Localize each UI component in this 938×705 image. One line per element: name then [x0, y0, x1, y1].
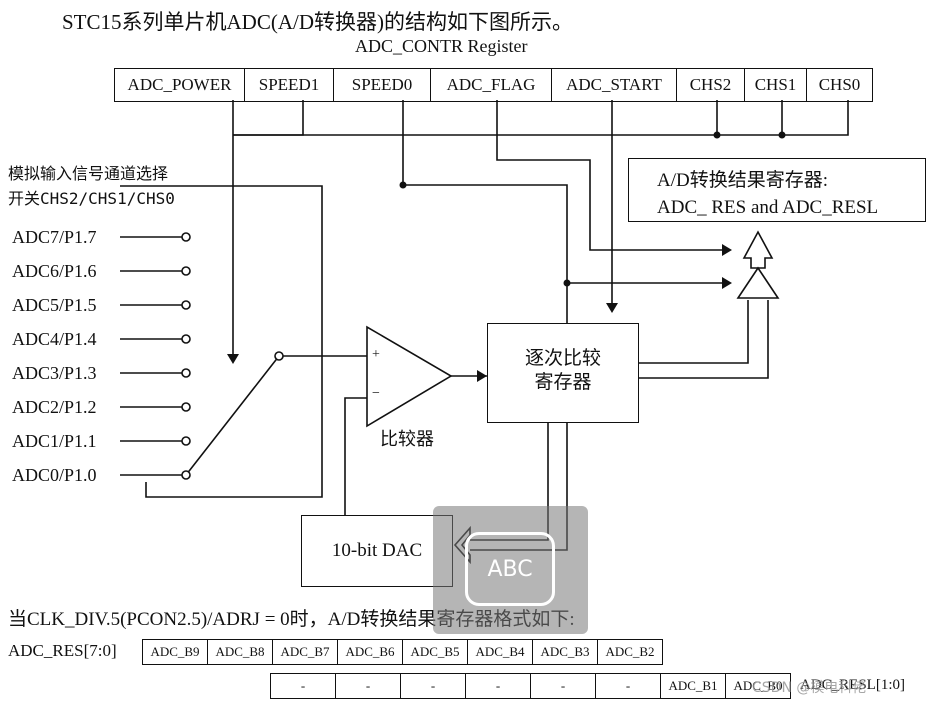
- sar-line2: 寄存器: [534, 371, 592, 393]
- text-recognition-icon[interactable]: ABC: [465, 532, 555, 606]
- adc-resl-bit: -: [401, 674, 466, 698]
- input-label-adc6: ADC6/P1.6: [12, 261, 97, 281]
- result-arrow-down: [736, 266, 780, 299]
- adc-resl-bit: -: [271, 674, 336, 698]
- adc-resl-bit: -: [466, 674, 531, 698]
- wire-sar-res-2: [639, 300, 769, 379]
- wire-dac-feedback: [344, 397, 367, 515]
- bit-chs2: CHS2: [677, 69, 745, 101]
- watermark: CSDN @模电科佬: [752, 680, 867, 696]
- bit-chs0: CHS0: [818, 75, 861, 94]
- arrow-adc-power: [227, 354, 239, 364]
- adc-res-bit: ADC_B5: [403, 640, 468, 664]
- input-terminal-6: [181, 266, 191, 276]
- adc-res-bit: ADC_B7: [273, 640, 338, 664]
- input-label-adc4: ADC4/P1.4: [12, 329, 97, 349]
- comparator-minus: −: [372, 386, 380, 401]
- arrow-start: [606, 303, 618, 313]
- sar-line1: 逐次比较: [524, 347, 601, 369]
- junction-speed0: [399, 181, 407, 189]
- input-terminal-5: [181, 300, 191, 310]
- adc-resl-bit: -: [336, 674, 401, 698]
- input-terminal-0: [181, 470, 191, 480]
- junction-sar: [563, 279, 571, 287]
- overlay-label: ABC: [487, 556, 533, 582]
- input-terminal-4: [181, 334, 191, 344]
- comparator-label: 比较器: [380, 429, 434, 450]
- input-label-adc1: ADC1/P1.1: [12, 431, 97, 451]
- adc-res-bit: ADC_B4: [468, 640, 533, 664]
- bit-adc-power: ADC_POWER: [115, 69, 245, 101]
- comparator-triangle: [366, 325, 453, 428]
- input-label-adc2: ADC2/P1.2: [12, 397, 97, 417]
- mux-box: [120, 185, 323, 498]
- page-title: STC15系列单片机ADC(A/D转换器)的结构如下图所示。: [62, 10, 574, 34]
- arrow-sar-up: [722, 277, 732, 289]
- dac-label: 10-bit DAC: [331, 540, 423, 561]
- bit-speed0: SPEED0: [334, 69, 431, 101]
- mux-label-line1: 模拟输入信号通道选择: [8, 164, 169, 183]
- input-label-adc5: ADC5/P1.5: [12, 295, 97, 315]
- bit-chs1: CHS1: [745, 69, 807, 101]
- input-label-adc3: ADC3/P1.3: [12, 363, 97, 383]
- adc-resl-bit: -: [596, 674, 661, 698]
- bit-speed1: SPEED1: [245, 69, 334, 101]
- adc-res-bit: ADC_B6: [338, 640, 403, 664]
- adc-resl-label: ADC_RESL[1:0]: [800, 677, 905, 693]
- result-register-box: A/D转换结果寄存器: ADC_ RES and ADC_RESL: [628, 158, 926, 222]
- input-terminal-2: [181, 402, 191, 412]
- adc-res-bit: ADC_B2: [605, 644, 655, 659]
- register-title: ADC_CONTR Register: [355, 36, 528, 56]
- junction-chs2: [713, 131, 721, 139]
- wire-speed0: [402, 100, 568, 323]
- input-label-adc7: ADC7/P1.7: [12, 227, 97, 247]
- result-register-line1: A/D转换结果寄存器:: [657, 170, 829, 191]
- result-arrow-up: [742, 230, 774, 269]
- mux-output-terminal: [274, 351, 284, 361]
- adc-res-row: ADC_B9 ADC_B8 ADC_B7 ADC_B6 ADC_B5 ADC_B…: [142, 639, 663, 665]
- adc-resl-bit: -: [531, 674, 596, 698]
- mux-switch-arm: [185, 355, 280, 476]
- adc-res-bit: ADC_B9: [143, 640, 208, 664]
- wire-sar-res-1: [639, 300, 749, 364]
- input-label-adc0: ADC0/P1.0: [12, 465, 97, 485]
- arrow-comp-out: [477, 370, 487, 382]
- bit-adc-start: ADC_START: [552, 69, 677, 101]
- adc-resl-bit: ADC_B0: [733, 678, 783, 693]
- input-terminal-1: [181, 436, 191, 446]
- adc-contr-register: ADC_POWER SPEED1 SPEED0 ADC_FLAG ADC_STA…: [114, 68, 873, 102]
- adc-res-label: ADC_RES[7:0]: [8, 641, 117, 660]
- junction-chs1: [778, 131, 786, 139]
- adc-resl-bit: ADC_B1: [661, 674, 726, 698]
- result-register-line2: ADC_ RES and ADC_RESL: [657, 197, 879, 218]
- sar-register-box: 逐次比较 寄存器: [487, 323, 639, 423]
- wire-chs0: [233, 100, 849, 136]
- adc-res-bit: ADC_B8: [208, 640, 273, 664]
- wire-speed1: [233, 100, 304, 136]
- input-terminal-7: [181, 232, 191, 242]
- adc-resl-row: - - - - - - ADC_B1 ADC_B0: [270, 673, 791, 699]
- input-terminal-3: [181, 368, 191, 378]
- mux-label-line2: 开关CHS2/CHS1/CHS0: [8, 189, 175, 208]
- comparator-plus: +: [372, 347, 380, 362]
- arrow-flag: [722, 244, 732, 256]
- adc-res-bit: ADC_B3: [533, 640, 598, 664]
- wire-flag: [496, 100, 724, 251]
- text-recognition-overlay[interactable]: ABC: [433, 506, 588, 634]
- bit-adc-flag: ADC_FLAG: [431, 69, 552, 101]
